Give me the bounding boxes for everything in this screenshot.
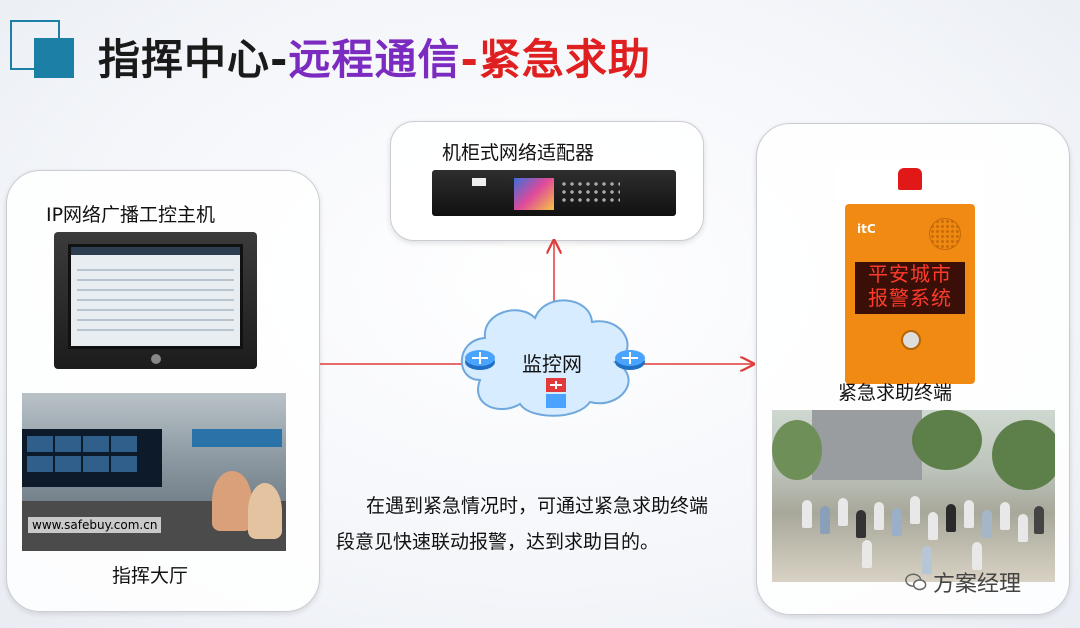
alarm-beacon-icon	[898, 168, 922, 190]
title-decoration	[10, 20, 76, 78]
crowd-scene-photo	[772, 410, 1055, 582]
led-line-1: 平安城市	[868, 262, 952, 286]
title-part-3: -紧急求助	[460, 35, 651, 84]
monitoring-network-label: 监控网	[522, 352, 582, 376]
wechat-icon	[905, 573, 927, 591]
description-line-1: 在遇到紧急情况时，可通过紧急求助终端	[366, 495, 709, 517]
page-title: 指挥中心-远程通信-紧急求助	[98, 26, 651, 87]
title-part-2: 远程通信	[288, 35, 461, 84]
rack-adapter-label: 机柜式网络适配器	[442, 142, 595, 164]
led-display: 平安城市 报警系统	[855, 262, 965, 314]
description-text: 在遇到紧急情况时，可通过紧急求助终端 段意见快速联动报警，达到求助目的。	[336, 488, 756, 560]
photo-watermark: www.safebuy.com.cn	[28, 517, 162, 533]
description-line-2: 段意见快速联动报警，达到求助目的。	[336, 531, 660, 553]
call-button-icon	[901, 330, 921, 350]
speaker-icon	[929, 218, 961, 250]
led-line-2: 报警系统	[868, 286, 952, 310]
emergency-terminal-label: 紧急求助终端	[838, 382, 953, 404]
watermark: 方案经理	[905, 566, 1021, 598]
command-hall-label: 指挥大厅	[112, 565, 189, 587]
router-icon-left	[465, 350, 495, 370]
switch-icon	[546, 378, 566, 408]
title-part-1: 指挥中心-	[98, 35, 289, 84]
command-hall-photo: www.safebuy.com.cn	[22, 393, 286, 551]
ip-broadcast-host-image	[54, 232, 257, 369]
watermark-text: 方案经理	[933, 572, 1022, 597]
ip-broadcast-host-label: IP网络广播工控主机	[46, 204, 216, 226]
terminal-brand: itC	[857, 222, 876, 236]
emergency-terminal-image: itC 平安城市 报警系统	[835, 162, 985, 386]
rack-network-adapter-image	[432, 170, 676, 216]
network-cloud-shape	[460, 299, 630, 417]
router-icon-right	[615, 350, 645, 370]
